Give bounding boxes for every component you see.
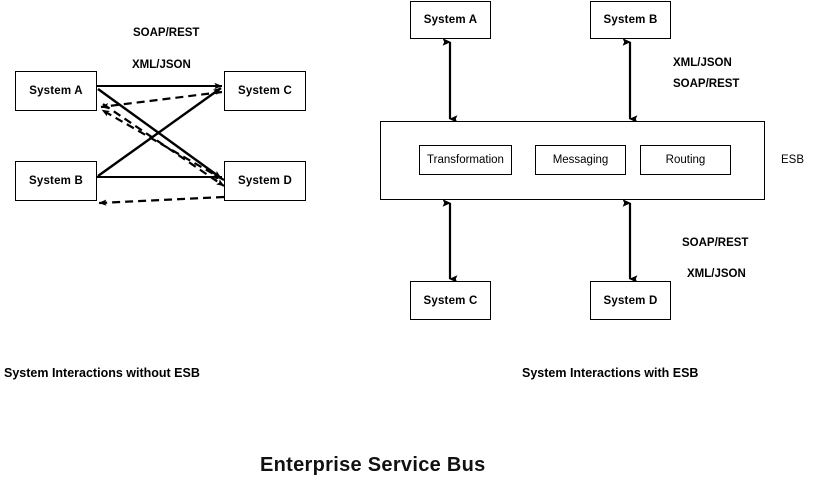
esb-component-transformation-label: Transformation bbox=[427, 154, 504, 166]
caption-with-esb: System Interactions with ESB bbox=[522, 366, 699, 380]
right-protocol-label-soap-rest-bottom: SOAP/REST bbox=[682, 237, 749, 249]
left-edge-c-to-a bbox=[100, 90, 223, 110]
left-edge-c-to-d bbox=[102, 103, 225, 187]
right-protocol-label-xml-json-top: XML/JSON bbox=[673, 57, 732, 69]
page-title: Enterprise Service Bus bbox=[260, 454, 486, 476]
esb-label: ESB bbox=[781, 154, 805, 166]
left-node-system-d[interactable]: System D bbox=[224, 161, 306, 201]
right-node-system-b[interactable]: System B bbox=[590, 1, 671, 39]
left-node-system-b-label: System B bbox=[28, 175, 83, 187]
esb-component-messaging-label: Messaging bbox=[552, 154, 609, 166]
right-node-system-a[interactable]: System A bbox=[410, 1, 491, 39]
esb-component-routing[interactable]: Routing bbox=[640, 145, 731, 175]
esb-component-routing-label: Routing bbox=[665, 154, 706, 166]
caption-without-esb: System Interactions without ESB bbox=[4, 366, 200, 380]
left-node-system-a-label: System A bbox=[29, 85, 83, 97]
esb-component-transformation[interactable]: Transformation bbox=[419, 145, 512, 175]
left-node-system-c[interactable]: System C bbox=[224, 71, 306, 111]
left-protocol-label-xml-json: XML/JSON bbox=[132, 59, 191, 71]
left-edge-d-to-a bbox=[101, 109, 225, 181]
right-node-system-a-label: System A bbox=[423, 14, 478, 26]
left-node-system-c-label: System C bbox=[237, 85, 292, 97]
right-node-system-d[interactable]: System D bbox=[590, 281, 671, 320]
esb-component-messaging[interactable]: Messaging bbox=[535, 145, 626, 175]
left-protocol-label-soap-rest: SOAP/REST bbox=[133, 27, 200, 39]
right-protocol-label-xml-json-bottom: XML/JSON bbox=[687, 268, 746, 280]
left-node-system-b[interactable]: System B bbox=[15, 161, 97, 201]
right-node-system-d-label: System D bbox=[603, 294, 658, 307]
left-edge-a-to-d bbox=[97, 88, 222, 179]
left-node-system-d-label: System D bbox=[237, 175, 292, 187]
left-edge-d-to-b bbox=[98, 195, 225, 206]
left-node-system-a[interactable]: System A bbox=[15, 71, 97, 111]
left-edge-b-to-c bbox=[97, 87, 222, 177]
right-protocol-label-soap-rest-top: SOAP/REST bbox=[673, 78, 740, 90]
right-node-system-c-label: System C bbox=[423, 294, 478, 307]
right-node-system-c[interactable]: System C bbox=[410, 281, 491, 320]
right-node-system-b-label: System B bbox=[603, 14, 658, 26]
